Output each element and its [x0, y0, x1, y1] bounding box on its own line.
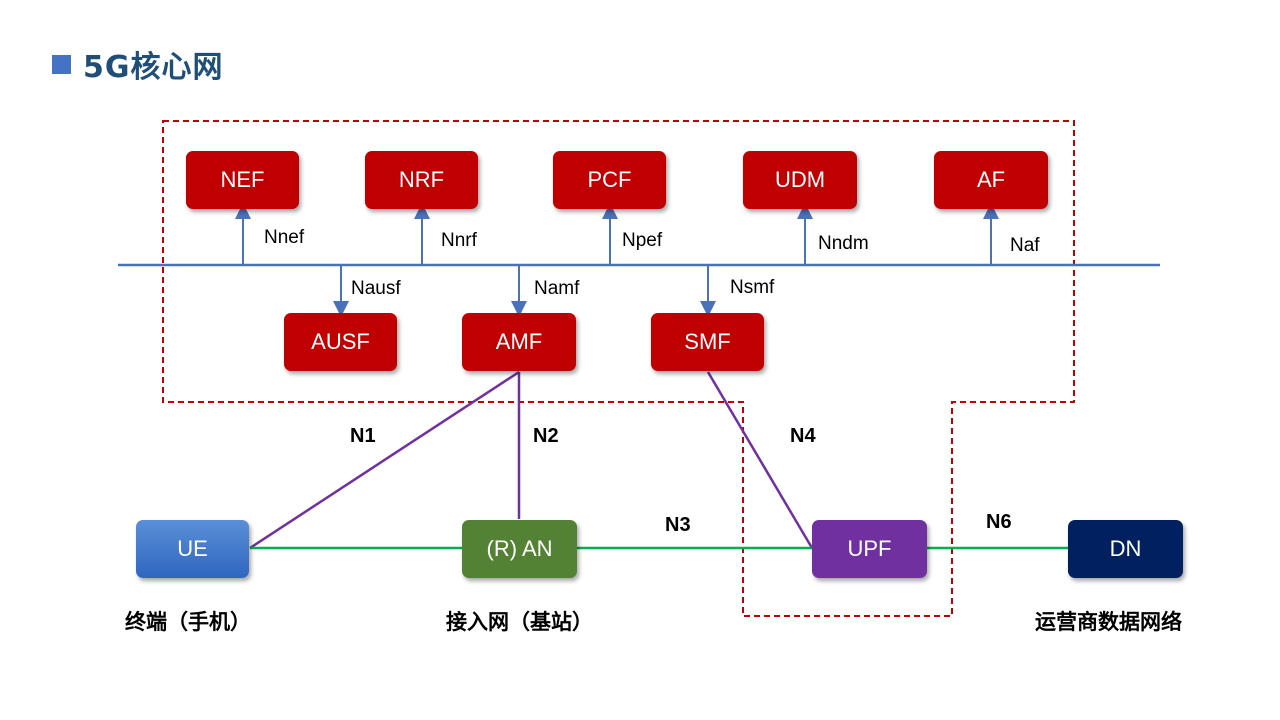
nnrf-label: Nnrf	[441, 230, 477, 251]
pcf-node: PCF	[553, 151, 666, 209]
upf-node: UPF	[812, 520, 927, 578]
dn-node: DN	[1068, 520, 1183, 578]
af-node: AF	[934, 151, 1048, 209]
ausf-node: AUSF	[284, 313, 397, 371]
terminal-caption: 终端（手机）	[125, 610, 251, 634]
title-bullet-icon	[52, 54, 71, 74]
n1-link	[249, 370, 520, 550]
n1-label: N1	[350, 425, 376, 447]
nausf-label: Nausf	[351, 278, 401, 299]
npef-label: Npef	[622, 230, 663, 251]
n3-label: N3	[665, 514, 691, 536]
operator-data-network-caption: 运营商数据网络	[1035, 610, 1182, 634]
nnef-label: Nnef	[264, 227, 305, 248]
title-text: 5G核心网	[83, 50, 224, 85]
n4-link	[706, 371, 814, 549]
nndm-label: Nndm	[818, 233, 869, 254]
smf-node: SMF	[651, 313, 764, 371]
namf-label: Namf	[534, 278, 580, 299]
n2-label: N2	[533, 425, 559, 447]
nsmf-label: Nsmf	[730, 277, 775, 298]
n4-label: N4	[790, 425, 816, 447]
core-network-boundary	[162, 120, 1075, 617]
slide-title: 5G核心网	[52, 44, 224, 85]
n6-label: N6	[986, 511, 1012, 533]
naf-label: Naf	[1010, 235, 1040, 256]
udm-node: UDM	[743, 151, 857, 209]
nrf-node: NRF	[365, 151, 478, 209]
access-network-caption: 接入网（基站）	[446, 610, 593, 634]
ue-node: UE	[136, 520, 249, 578]
nef-node: NEF	[186, 151, 299, 209]
amf-node: AMF	[462, 313, 576, 371]
ran-node: (R) AN	[462, 520, 577, 578]
